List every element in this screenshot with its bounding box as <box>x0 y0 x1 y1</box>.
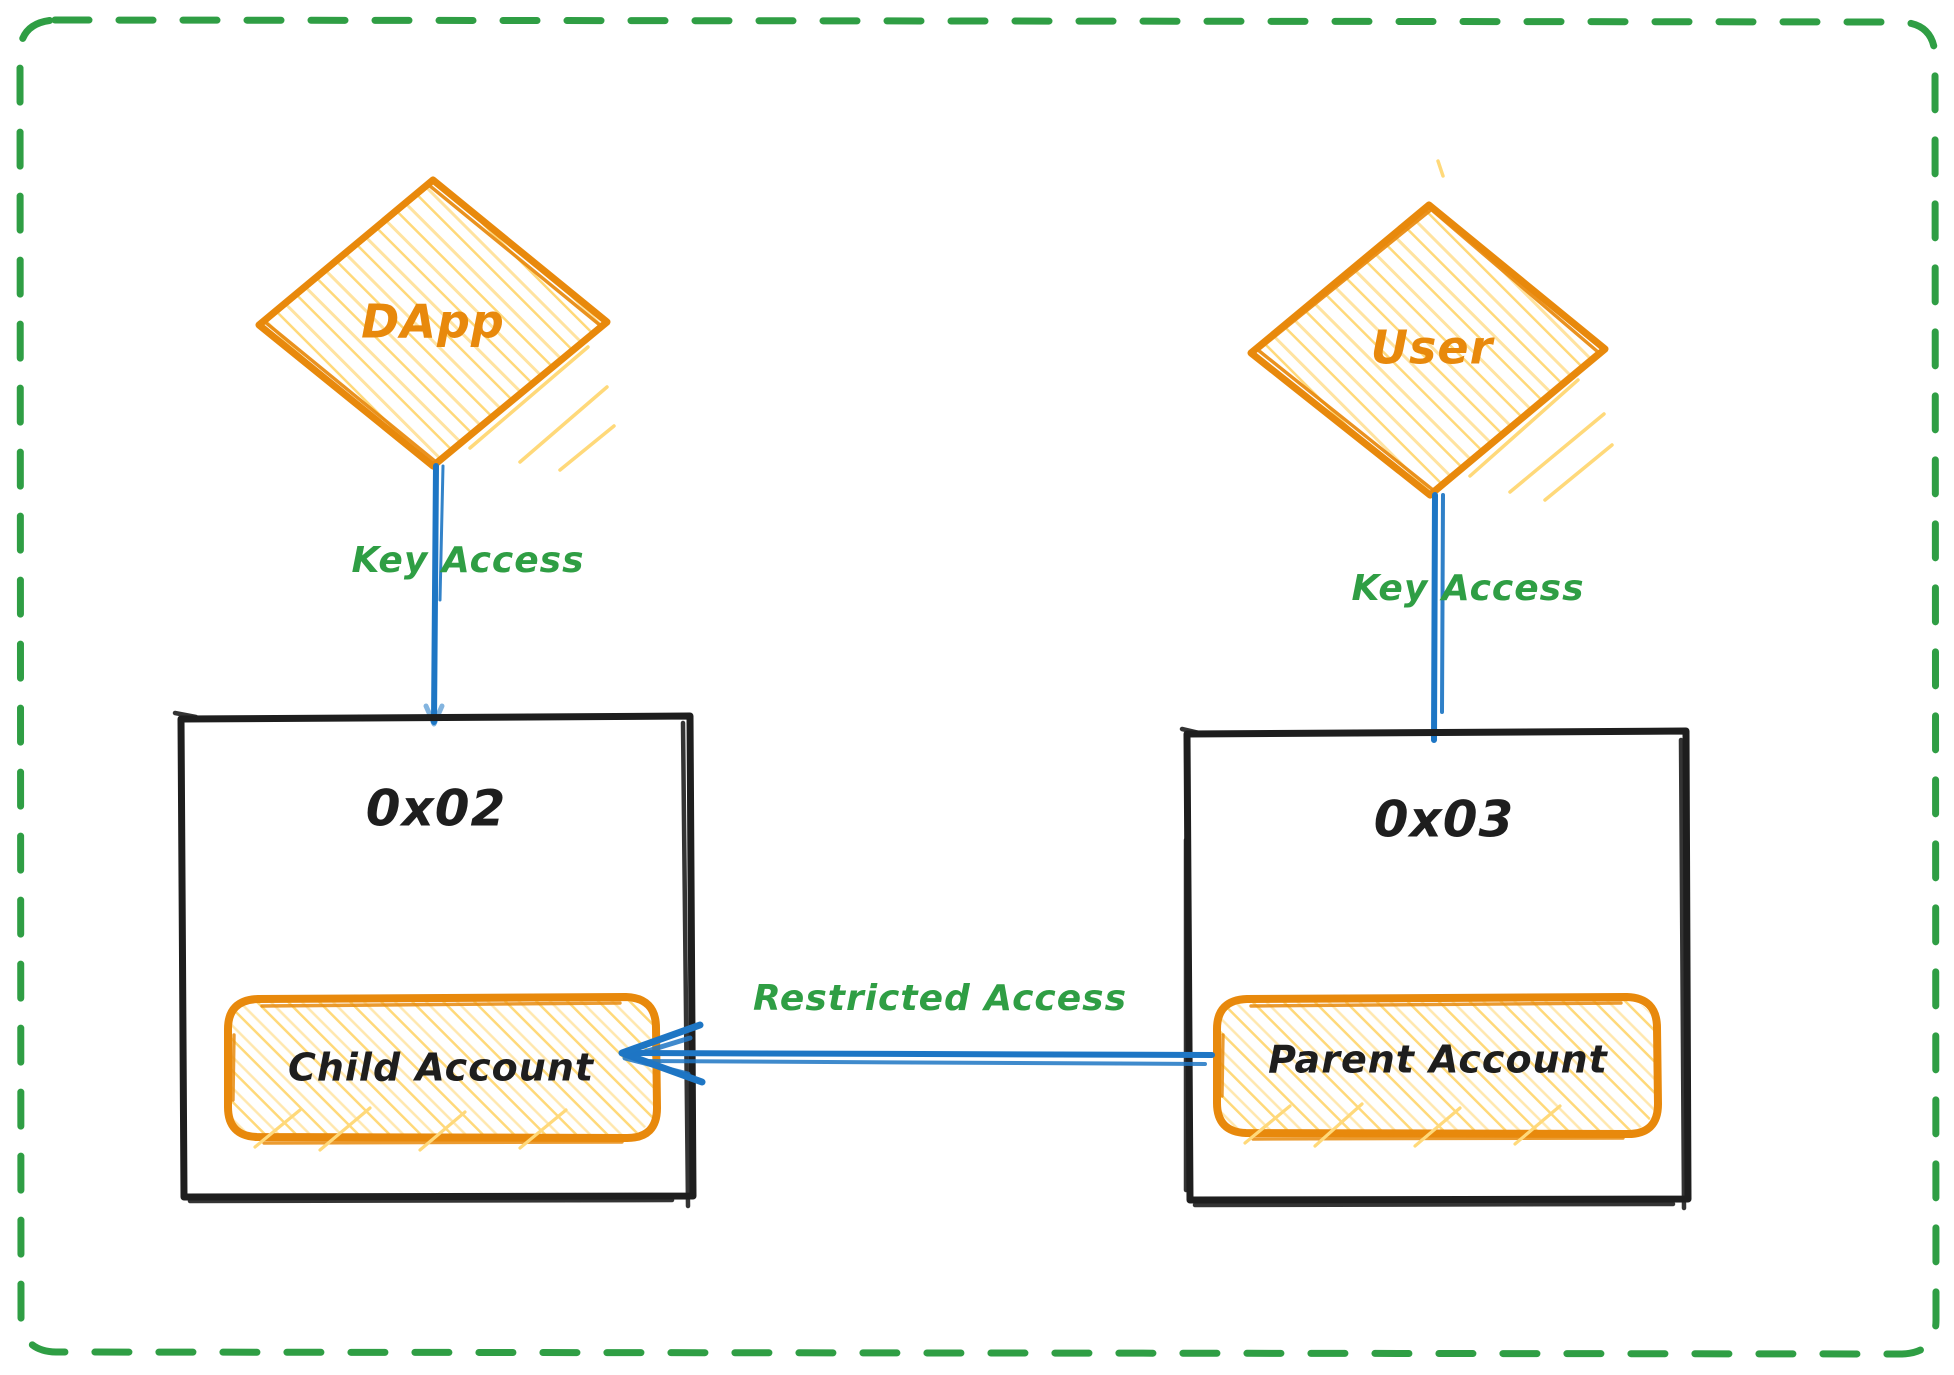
parent-account-hatch-overshoot <box>1243 1102 1562 1148</box>
edge-restricted-line <box>625 1050 1215 1058</box>
user-outline <box>1247 201 1609 499</box>
edge-user-to-0x03[interactable]: Key Access <box>1351 492 1584 743</box>
node-user[interactable]: User <box>1247 159 1614 502</box>
edge-restricted-line-sketch <box>638 1059 1207 1066</box>
account-0x03-outline-sketch <box>1179 726 1687 1211</box>
edge-parent-to-child[interactable]: Restricted Access <box>618 978 1215 1086</box>
edge-dapp-line-sketch <box>438 464 445 602</box>
dapp-hatch-overshoot <box>468 345 616 472</box>
node-account-0x03[interactable]: 0x03 Parent Account <box>1179 726 1692 1211</box>
child-account-hatch-overshoot <box>253 1106 568 1152</box>
account-0x02-label: 0x02 <box>366 780 507 838</box>
node-account-0x02[interactable]: 0x02 Child Account <box>172 710 697 1209</box>
user-label: User <box>1371 321 1496 375</box>
user-outline-sketch <box>1256 207 1600 492</box>
dashed-boundary <box>16 16 1940 1358</box>
edge-dapp-line <box>431 463 439 725</box>
account-0x02-outline-sketch <box>172 710 691 1209</box>
child-account-outline-sketch <box>231 1001 624 1145</box>
parent-account-outline <box>1213 993 1662 1138</box>
parent-account-fill <box>1219 1001 1655 1131</box>
edge-dapp-to-0x02[interactable]: Key Access <box>351 463 584 727</box>
child-account-outline <box>224 993 661 1142</box>
edge-user-line-sketch <box>1440 493 1445 714</box>
child-account-label: Child Account <box>288 1046 595 1090</box>
dapp-label: DApp <box>361 295 505 349</box>
dapp-outline-sketch <box>263 182 603 464</box>
parent-account-outline-sketch <box>1220 1001 1625 1141</box>
node-dapp[interactable]: DApp <box>255 176 616 472</box>
edge-dapp-arrowhead <box>423 703 445 727</box>
user-hatch-overshoot <box>1436 159 1614 502</box>
node-parent-account[interactable]: Parent Account <box>1213 993 1662 1148</box>
account-0x03-outline <box>1183 727 1692 1204</box>
edge-restricted-label: Restricted Access <box>753 978 1127 1019</box>
edge-user-label: Key Access <box>1351 568 1584 609</box>
child-account-fill <box>230 1001 654 1135</box>
account-0x02-outline <box>177 712 697 1201</box>
edge-user-line <box>1431 492 1438 743</box>
node-child-account[interactable]: Child Account <box>224 993 661 1152</box>
parent-account-label: Parent Account <box>1268 1038 1609 1082</box>
account-0x03-label: 0x03 <box>1374 791 1515 849</box>
edge-restricted-arrowhead-sketch <box>622 1035 693 1077</box>
edge-dapp-label: Key Access <box>351 540 584 581</box>
